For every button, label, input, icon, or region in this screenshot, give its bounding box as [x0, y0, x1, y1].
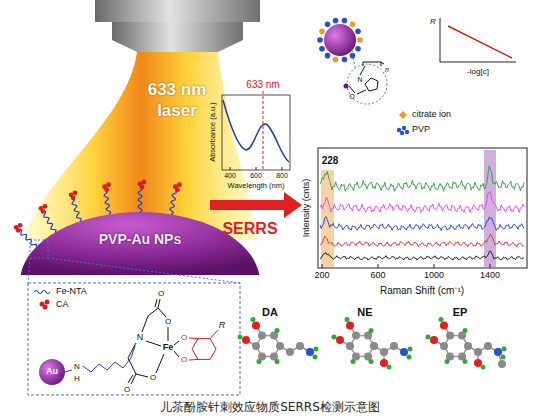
label: -log[c]: [467, 68, 489, 77]
label: O: [124, 386, 130, 395]
legend-text: PVP: [412, 124, 430, 134]
label: 228: [322, 155, 339, 166]
label: H: [74, 375, 80, 384]
label: EP: [453, 306, 468, 318]
label: O: [349, 93, 354, 101]
label: DA: [262, 306, 278, 318]
label: N: [357, 76, 362, 84]
label: Fe: [163, 343, 174, 353]
label: N: [74, 363, 80, 372]
absorbance-inset: [222, 91, 290, 170]
label: 1000: [424, 271, 444, 281]
label: 600: [250, 172, 262, 180]
label: R: [219, 321, 226, 331]
label: Au: [46, 367, 58, 377]
label: N: [137, 333, 144, 343]
raman-spectrum: [318, 148, 527, 268]
legend-item: CA: [56, 300, 69, 310]
label: 600: [370, 271, 385, 281]
zoom-box: [28, 283, 240, 395]
objective-lens: [95, 0, 260, 52]
label: 1400: [480, 271, 500, 281]
caption: 儿茶酚胺针刺效应物质SERRS检测示意图: [160, 399, 380, 416]
legend-item: PVP: [412, 125, 430, 135]
label: SERRS: [222, 220, 277, 238]
legend-item: Fe-NTA: [56, 287, 87, 297]
fe-nta-structure: [39, 299, 218, 385]
legend-text: citrate ion: [412, 109, 451, 119]
label: O: [165, 318, 171, 327]
node-text: 633 nm laser: [139, 79, 215, 122]
label: O: [181, 356, 187, 365]
label: 633 nm: [246, 79, 279, 90]
label: 800: [276, 172, 288, 180]
legend-text: Fe-NTA: [56, 286, 87, 296]
label: Raman Shift (cm⁻¹): [380, 285, 464, 296]
label: O: [150, 374, 156, 383]
serrs-arrow: [210, 192, 302, 218]
calibration-inset: [440, 18, 516, 62]
nanoparticle-dome: PVP-Au NPs: [95, 229, 185, 251]
label: O: [158, 290, 164, 299]
laser-beam: 633 nm laser: [135, 77, 219, 124]
label: NE: [357, 306, 372, 318]
label: R: [430, 18, 436, 27]
label: 200: [314, 271, 329, 281]
label: Absorbance (a.u.): [209, 102, 217, 162]
legend-text: CA: [56, 299, 69, 309]
label: O: [181, 334, 187, 343]
legend-item: citrate ion: [412, 110, 451, 120]
laser-beam-shape: [24, 52, 258, 240]
label: Wavelength (nm): [228, 182, 285, 190]
label: 400: [224, 172, 236, 180]
label: Intensity (cnts): [302, 179, 312, 238]
label: n: [385, 66, 389, 74]
pvp-particle: [317, 18, 387, 104]
catecholamine-molecules: [238, 317, 507, 369]
zoom-marker: [30, 240, 48, 258]
node-text: PVP-Au NPs: [99, 231, 181, 249]
